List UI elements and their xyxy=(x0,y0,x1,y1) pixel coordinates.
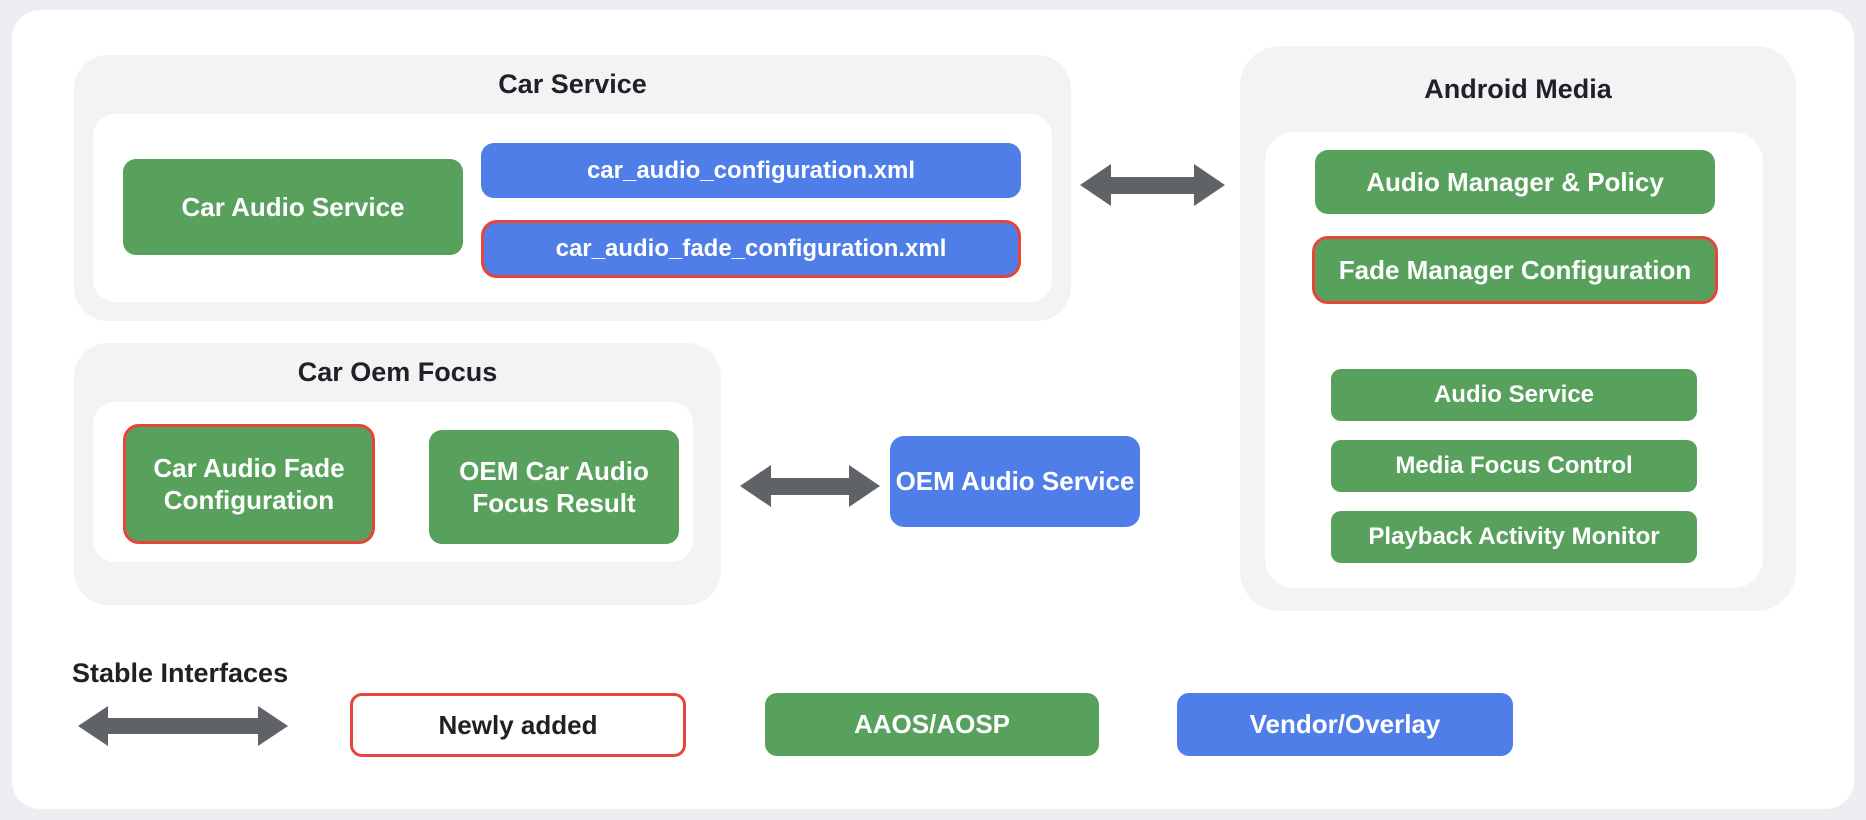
car-service-inner-panel: Car Audio Service car_audio_configuratio… xyxy=(93,114,1052,302)
car-oem-focus-group: Car Oem Focus Car Audio Fade Configurati… xyxy=(74,343,721,605)
car-oem-focus-inner-panel: Car Audio Fade Configuration OEM Car Aud… xyxy=(93,402,693,562)
android-media-inner-panel: Audio Manager & Policy Fade Manager Conf… xyxy=(1265,132,1763,588)
car-audio-service-box: Car Audio Service xyxy=(123,159,463,255)
fade-manager-configuration-box: Fade Manager Configuration xyxy=(1312,236,1718,304)
oem-audio-service-box: OEM Audio Service xyxy=(890,436,1140,527)
car-service-title: Car Service xyxy=(498,69,647,99)
legend-newly-added-box: Newly added xyxy=(350,693,686,757)
arrow-left-head-icon xyxy=(740,465,771,507)
arrow-left-head-icon xyxy=(1080,164,1111,206)
car-audio-fade-configuration-box: Car Audio Fade Configuration xyxy=(123,424,375,544)
arrow-shaft xyxy=(771,477,849,495)
car-oem-focus-oem-audio-service-arrow-icon xyxy=(740,465,880,507)
arrow-shaft xyxy=(1111,176,1194,194)
android-media-title: Android Media xyxy=(1424,74,1612,104)
stable-interfaces-label: Stable Interfaces xyxy=(72,658,289,688)
diagram-card: Car Service Car Audio Service car_audio_… xyxy=(12,10,1854,809)
playback-activity-monitor-box: Playback Activity Monitor xyxy=(1331,511,1697,563)
arrow-right-head-icon xyxy=(258,706,288,746)
car-audio-fade-configuration-xml-box: car_audio_fade_configuration.xml xyxy=(481,220,1021,278)
legend-vendor-overlay-box: Vendor/Overlay xyxy=(1177,693,1513,756)
audio-service-box: Audio Service xyxy=(1331,369,1697,421)
audio-manager-policy-box: Audio Manager & Policy xyxy=(1315,150,1715,214)
arrow-left-head-icon xyxy=(78,706,108,746)
legend-aaos-aosp-box: AAOS/AOSP xyxy=(765,693,1099,756)
car-audio-configuration-xml-box: car_audio_configuration.xml xyxy=(481,143,1021,198)
car-oem-focus-title: Car Oem Focus xyxy=(297,357,498,387)
arrow-right-head-icon xyxy=(1194,164,1225,206)
oem-car-audio-focus-result-box: OEM Car Audio Focus Result xyxy=(429,430,679,544)
car-service-group: Car Service Car Audio Service car_audio_… xyxy=(74,55,1071,321)
arrow-shaft xyxy=(108,718,258,734)
android-media-group: Android Media Audio Manager & Policy Fad… xyxy=(1240,46,1796,611)
car-service-android-media-arrow-icon xyxy=(1080,164,1225,206)
media-focus-control-box: Media Focus Control xyxy=(1331,440,1697,492)
arrow-right-head-icon xyxy=(849,465,880,507)
stable-interfaces-arrow-icon xyxy=(78,706,288,746)
